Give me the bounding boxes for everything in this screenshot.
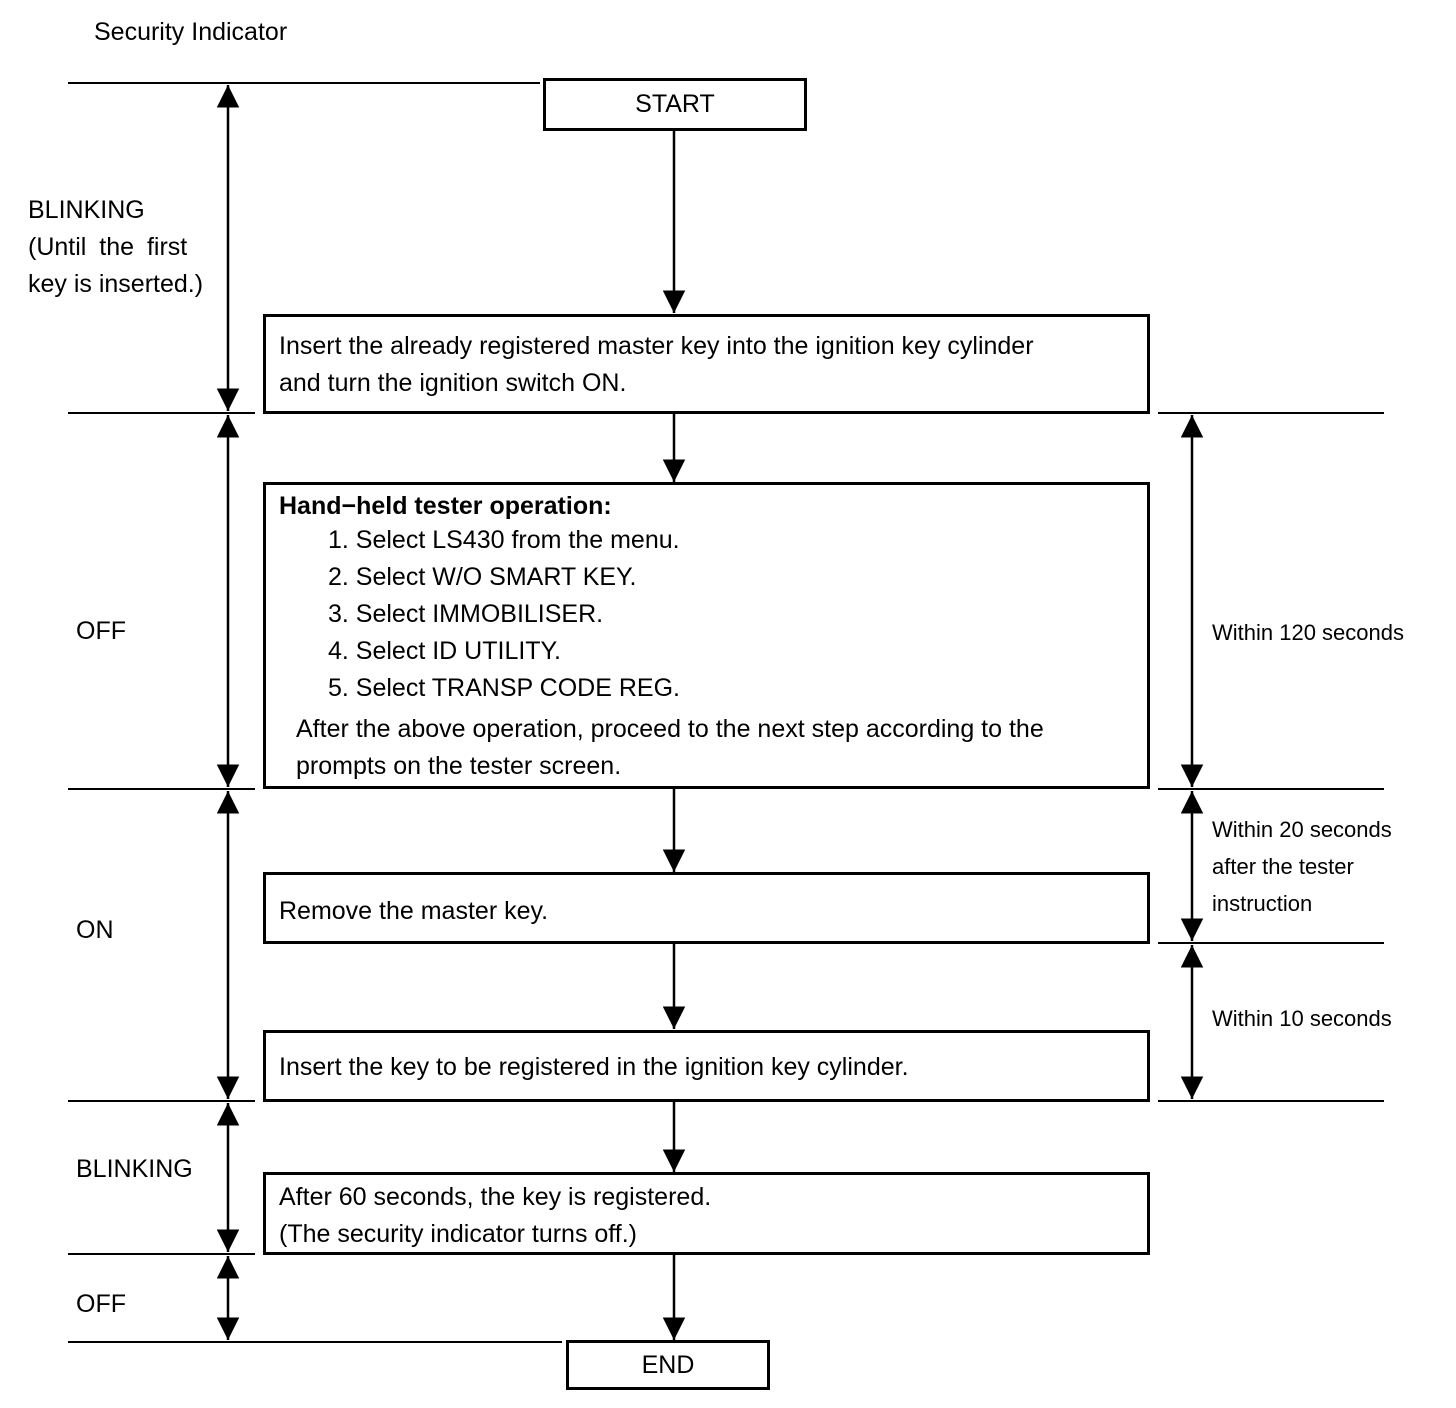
start-label: START (635, 90, 715, 118)
step-insert-new-key: Insert the key to be registered in the i… (263, 1030, 1150, 1102)
step-text: After 60 seconds, the key is registered. (279, 1183, 712, 1211)
timing-label: after the tester (1212, 854, 1354, 879)
step-text: (The security indicator turns off.) (279, 1220, 638, 1248)
step-text: Insert the already registered master key… (279, 332, 1034, 360)
list-item: 5. Select TRANSP CODE REG. (328, 674, 680, 702)
step-note: prompts on the tester screen. (296, 752, 622, 780)
state-label-off: OFF (76, 617, 126, 645)
list-item: 1. Select LS430 from the menu. (328, 526, 680, 554)
step-tester-operation: Hand−held tester operation: 1. Select LS… (263, 482, 1150, 789)
step-text: Remove the master key. (279, 897, 549, 925)
timing-label: Within 10 seconds (1212, 1006, 1392, 1031)
end-label: END (641, 1350, 695, 1379)
end-terminal: END (566, 1340, 770, 1390)
state-label-on: ON (76, 916, 114, 944)
list-item: 3. Select IMMOBILISER. (328, 600, 604, 628)
step-note: After the above operation, proceed to th… (296, 715, 1044, 743)
step-heading: Hand−held tester operation: (279, 492, 612, 520)
step-text: Insert the key to be registered in the i… (279, 1053, 909, 1081)
step-insert-master-key: Insert the already registered master key… (263, 314, 1150, 414)
step-key-registered: After 60 seconds, the key is registered.… (263, 1172, 1150, 1255)
step-remove-master-key: Remove the master key. (263, 872, 1150, 944)
list-item: 4. Select ID UTILITY. (328, 637, 561, 665)
state-label-blinking-note: key is inserted.) (28, 270, 204, 298)
timing-label: instruction (1212, 891, 1313, 916)
step-text: and turn the ignition switch ON. (279, 369, 627, 397)
timing-label: Within 20 seconds (1212, 817, 1392, 842)
start-terminal: START (543, 78, 807, 131)
timing-label: Within 120 seconds (1212, 620, 1404, 645)
state-label-off: OFF (76, 1290, 126, 1318)
diagram-title: Security Indicator (94, 18, 288, 46)
state-label-blinking-note: (Until the first (28, 233, 188, 261)
state-label-blinking: BLINKING (76, 1155, 193, 1183)
list-item: 2. Select W/O SMART KEY. (328, 563, 637, 591)
state-label-blinking: BLINKING (28, 196, 145, 224)
